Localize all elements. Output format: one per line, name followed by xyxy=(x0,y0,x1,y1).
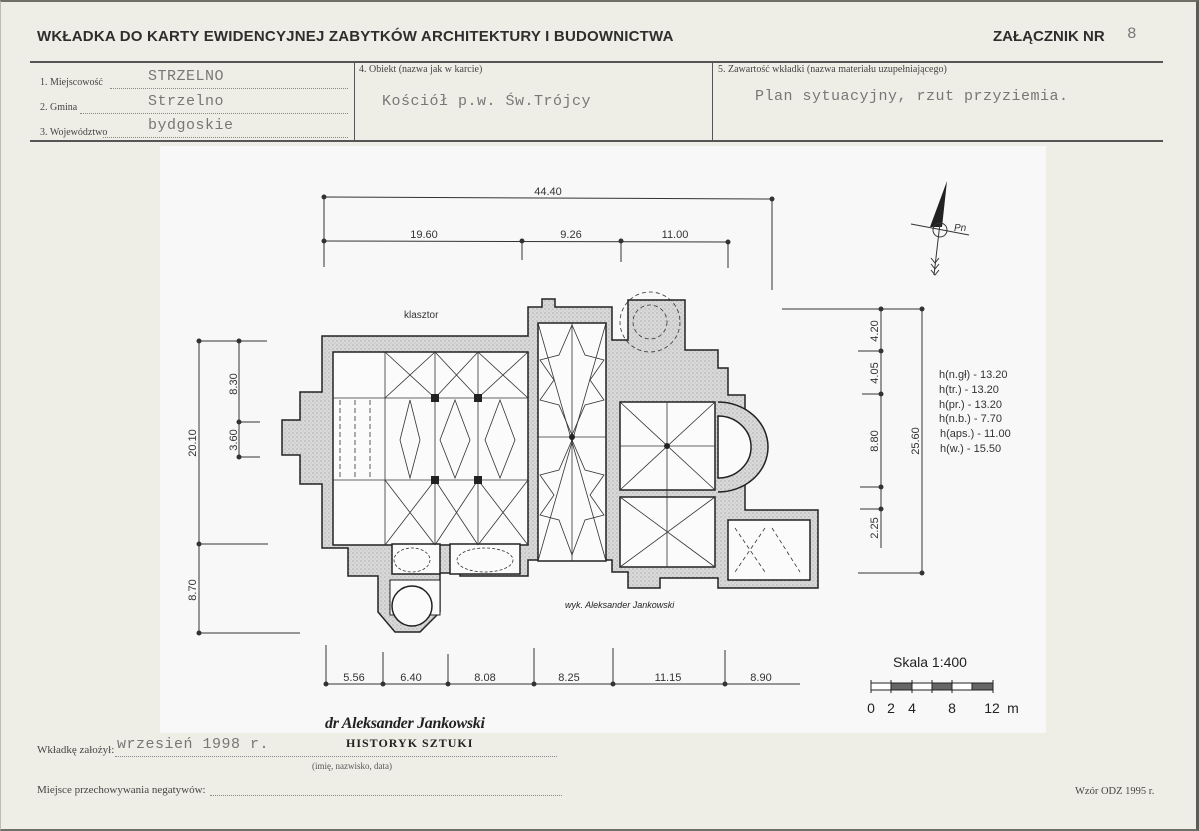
svg-text:m: m xyxy=(1007,700,1019,716)
heights-list: h(n.gł) - 13.20 h(tr.) - 13.20 h(pr.) - … xyxy=(939,369,1011,455)
height-side-aisle: h(n.b.) - 7.70 xyxy=(939,413,1002,425)
signature-caption: (imię, nazwisko, data) xyxy=(312,761,392,771)
scale-ticks: 0 2 4 8 12 m xyxy=(867,700,1019,716)
bottom-dimension-lines xyxy=(323,645,800,687)
svg-text:12: 12 xyxy=(984,700,1000,716)
column-divider-2 xyxy=(712,62,713,140)
dim-left-inner-1: 8.30 xyxy=(228,373,240,394)
piers xyxy=(431,394,670,484)
church-floor-plan: 44.40 19.60 9.26 11.00 20.10 8.70 8.30 3… xyxy=(187,181,1019,716)
right-dimension-lines xyxy=(782,306,925,576)
left-dimension-lines xyxy=(196,338,300,636)
created-by-dotted-line xyxy=(115,756,557,757)
locality-label: 1. Miejscowość xyxy=(40,77,103,88)
height-tower: h(w.) - 15.50 xyxy=(940,443,1001,455)
annex-label: ZAŁĄCZNIK NR xyxy=(993,28,1105,45)
scale-title: Skala 1:400 xyxy=(893,654,967,670)
dim-right-overall: 25.60 xyxy=(910,427,922,455)
contents-value: Plan sytuacyjny, rzut przyziemia. xyxy=(755,88,1069,105)
dim-bottom-6: 8.90 xyxy=(750,672,771,684)
annex-number: 8 xyxy=(1127,25,1137,43)
church-footprint xyxy=(281,298,819,633)
negatives-label: Miejsce przechowywania negatywów: xyxy=(37,784,206,796)
dim-bottom-2: 6.40 xyxy=(400,672,421,684)
dim-top-seg-2: 9.26 xyxy=(560,229,581,241)
dim-top-seg-3: 11.00 xyxy=(662,229,689,241)
voivodeship-dotted-line xyxy=(103,137,348,138)
form-title: WKŁADKA DO KARTY EWIDENCYJNEJ ZABYTKÓW A… xyxy=(37,28,674,45)
svg-text:4: 4 xyxy=(908,700,916,716)
height-transept: h(tr.) - 13.20 xyxy=(939,384,999,396)
north-arrow-icon xyxy=(910,181,970,276)
negatives-dotted-line xyxy=(210,795,562,796)
created-by-label: Wkładkę założył: xyxy=(37,744,115,756)
floor-plan-sheet: 44.40 19.60 9.26 11.00 20.10 8.70 8.30 3… xyxy=(160,146,1046,733)
locality-value: STRZELNO xyxy=(148,68,225,85)
dim-bottom-5: 11.15 xyxy=(655,672,682,684)
commune-value: Strzelno xyxy=(148,93,225,110)
dim-right-inner-2: 4.05 xyxy=(869,362,881,383)
locality-dotted-line xyxy=(110,88,348,89)
drafter-signature: wyk. Aleksander Jankowski xyxy=(565,600,675,610)
created-by-value: wrzesień 1998 r. xyxy=(117,736,270,753)
dim-top-seg-1: 19.60 xyxy=(410,229,438,241)
dim-left-outer-2: 8.70 xyxy=(187,579,199,600)
dim-bottom-3: 8.08 xyxy=(474,672,495,684)
dim-bottom-1: 5.56 xyxy=(343,672,364,684)
label-monastery: klasztor xyxy=(404,310,439,321)
dim-left-outer-1: 20.10 xyxy=(187,429,199,457)
commune-dotted-line xyxy=(80,113,348,114)
contents-label: 5. Zawartość wkładki (nazwa materiału uz… xyxy=(718,64,947,75)
height-apse: h(aps.) - 11.00 xyxy=(940,428,1011,440)
top-dimension-lines xyxy=(321,194,775,290)
svg-text:8: 8 xyxy=(948,700,956,716)
dim-right-inner-4: 2.25 xyxy=(869,517,881,538)
voivodeship-value: bydgoskie xyxy=(148,117,234,134)
object-value: Kościół p.w. Św.Trójcy xyxy=(382,93,592,110)
commune-label: 2. Gmina xyxy=(40,102,78,113)
dim-right-inner-1: 4.20 xyxy=(869,320,881,341)
svg-text:2: 2 xyxy=(887,700,895,716)
svg-text:0: 0 xyxy=(867,700,875,716)
height-nave: h(n.gł) - 13.20 xyxy=(939,369,1007,381)
stamp-name: dr Aleksander Jankowski xyxy=(325,715,485,732)
table-top-rule xyxy=(30,61,1163,63)
form-template-note: Wzór ODZ 1995 r. xyxy=(1075,786,1155,797)
dim-left-inner-2: 3.60 xyxy=(228,429,240,450)
table-bottom-rule xyxy=(30,140,1163,142)
object-label: 4. Obiekt (nazwa jak w karcie) xyxy=(359,64,483,75)
column-divider-1 xyxy=(354,62,355,140)
dim-bottom-4: 8.25 xyxy=(558,672,579,684)
scale-bar xyxy=(870,680,994,693)
dim-overall-length: 44.40 xyxy=(534,186,562,198)
north-label: Pn xyxy=(954,223,967,234)
dim-right-inner-3: 8.80 xyxy=(869,430,881,451)
height-presbytery: h(pr.) - 13.20 xyxy=(939,399,1002,411)
vault-lines xyxy=(333,291,801,573)
stamp-title: HISTORYK SZTUKI xyxy=(346,736,474,750)
voivodeship-label: 3. Województwo xyxy=(40,127,108,138)
